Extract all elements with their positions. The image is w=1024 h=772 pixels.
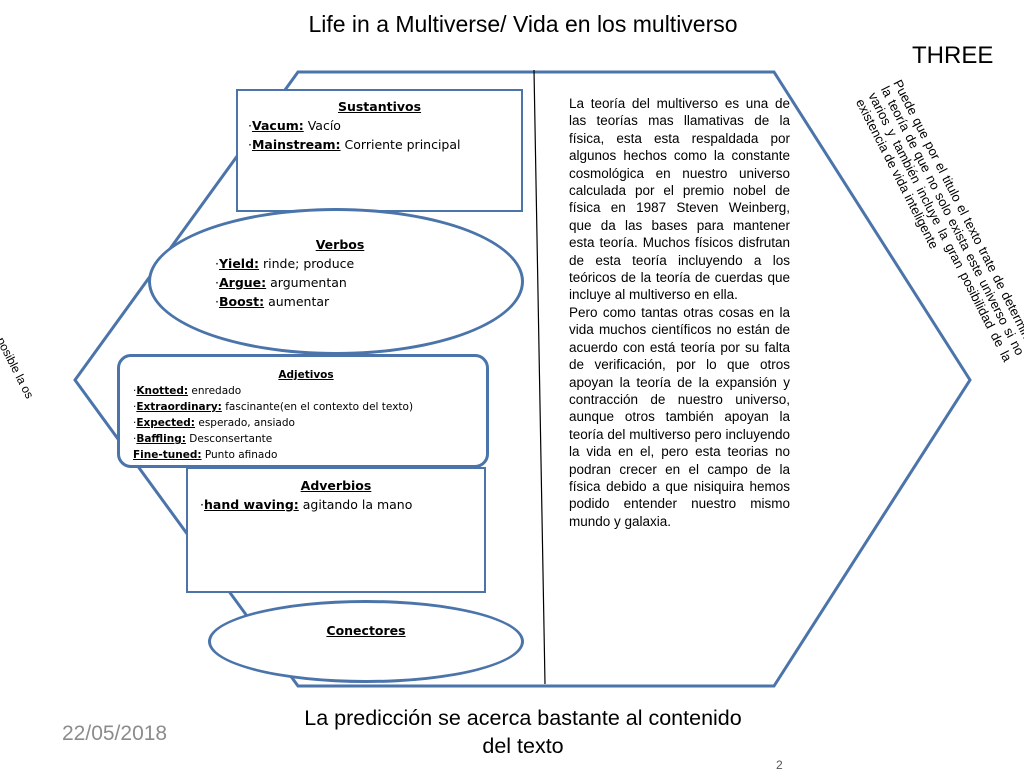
bottom-conclusion: La predicción se acerca bastante al cont… [304,706,742,758]
hexagon-outline [73,70,972,688]
adjetivo-item: Fine-tuned: Punto afinado [133,449,278,461]
adjetivos-box: Adjetivos ·Knotted: enredado ·Extraordin… [117,354,489,468]
summary-paragraph-1: La teoría del multiverso es una de las t… [569,96,790,303]
adjetivo-item: ·Expected: esperado, ansiado [133,417,295,429]
conectores-heading: Conectores [326,623,406,638]
sustantivo-item: ·Vacum: Vacío [248,118,341,133]
summary-text: La teoría del multiverso es una de las t… [569,95,790,530]
sustantivos-heading: Sustantivos [337,99,422,114]
page-title: Life in a Multiverse/ Vida en los multiv… [308,11,738,37]
sustantivos-box: Sustantivos ·Vacum: Vacío ·Mainstream: C… [236,89,523,212]
verbos-heading: Verbos [315,237,365,252]
verbo-item: ·Argue: argumentan [215,275,347,290]
page-number: 2 [776,758,783,772]
verbos-ellipse: Verbos ·Yield: rinde; produce ·Argue: ar… [148,208,524,355]
adverbio-item: ·hand waving: agitando la mano [200,497,413,512]
adverbios-box: Adverbios ·hand waving: agitando la mano [186,467,486,593]
adjetivos-heading: Adjetivos [278,369,334,381]
adjetivo-item: ·Extraordinary: fascinante(en el context… [133,401,414,413]
slide-date: 22/05/2018 [62,722,168,745]
conectores-ellipse: Conectores [208,600,524,683]
verbo-item: ·Yield: rinde; produce [215,256,355,271]
verbo-item: ·Boost: aumentar [215,294,330,309]
summary-paragraph-2: Pero como tantas otras cosas en la vida … [569,304,790,529]
adjetivo-item: ·Baffling: Desconsertante [133,433,273,445]
adverbios-heading: Adverbios [300,478,372,493]
adjetivo-item: ·Knotted: enredado [133,385,242,397]
sustantivo-item: ·Mainstream: Corriente principal [248,137,461,152]
label-three: THREE [912,42,994,69]
divider-line [533,69,546,685]
